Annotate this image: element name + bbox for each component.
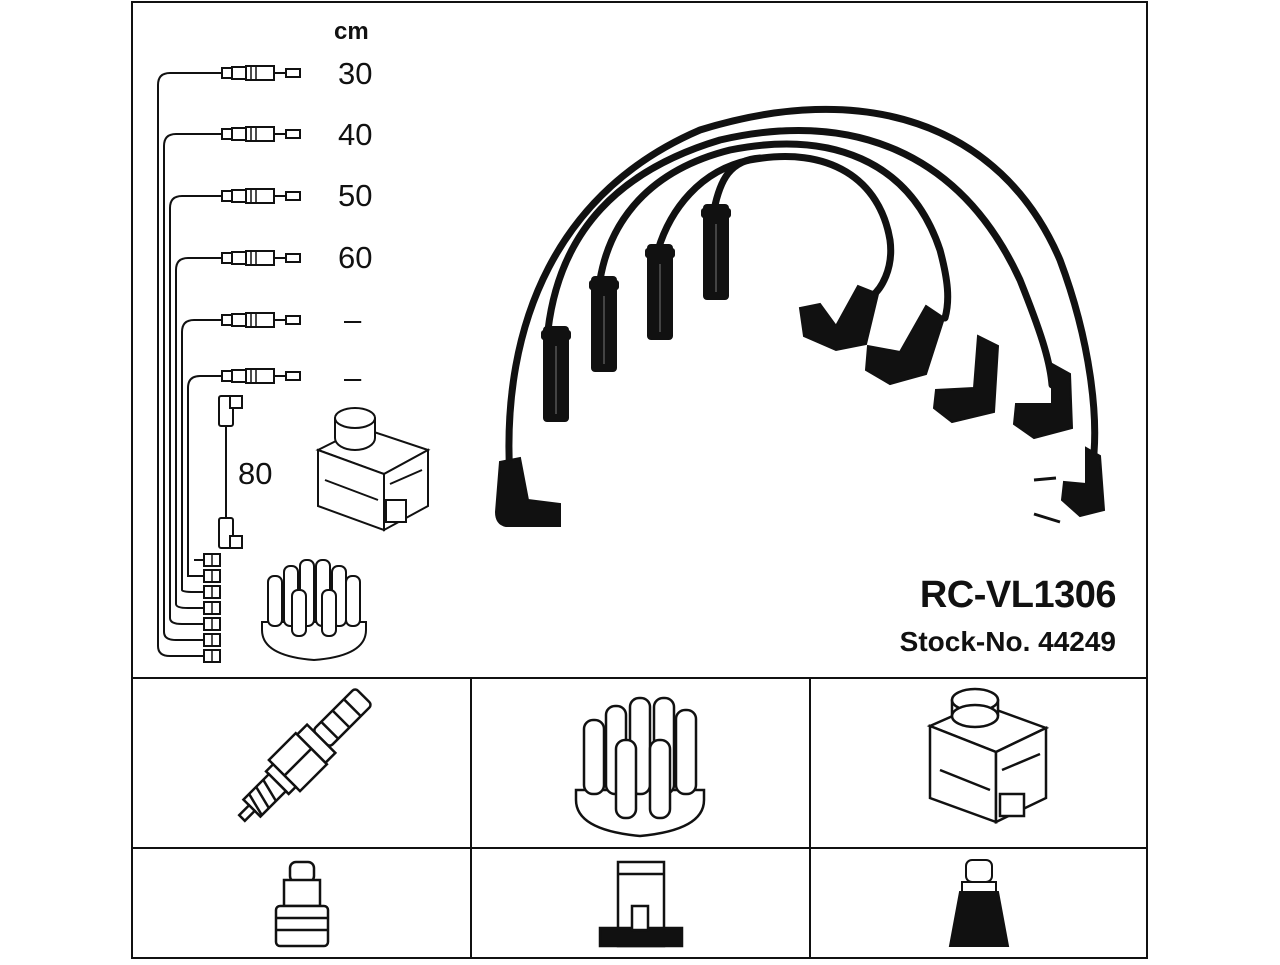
angled-boots xyxy=(494,284,1106,527)
distributor-cap-small-icon xyxy=(261,559,367,662)
plug-terminal-icon xyxy=(274,860,330,948)
stock-number: Stock-No. 44249 xyxy=(899,626,1116,657)
length-unit-label: cm xyxy=(334,18,369,45)
ignition-coil-icon xyxy=(926,687,1050,824)
distributor-cap-icon xyxy=(574,696,706,838)
lead-length-4: 60 xyxy=(338,240,373,275)
coil-lead xyxy=(218,395,243,549)
lead-length-6: – xyxy=(344,360,362,395)
lead-length-3: 50 xyxy=(338,178,373,213)
lead-length-5: – xyxy=(344,302,362,337)
coil-terminal-icon xyxy=(948,859,1010,947)
ignition-lead-set xyxy=(505,105,1099,484)
part-code: RC-VL1306 xyxy=(919,574,1117,616)
coil-lead-length: 80 xyxy=(238,456,273,491)
lead-length-1: 30 xyxy=(338,56,373,91)
lead-length-2: 40 xyxy=(338,117,373,152)
diagram-frame xyxy=(131,1,1148,959)
distributor-terminal-icon xyxy=(598,860,684,948)
spark-plug-icon xyxy=(237,688,372,823)
lead-schematic xyxy=(157,72,227,657)
ignition-coil-small-icon xyxy=(315,407,431,532)
